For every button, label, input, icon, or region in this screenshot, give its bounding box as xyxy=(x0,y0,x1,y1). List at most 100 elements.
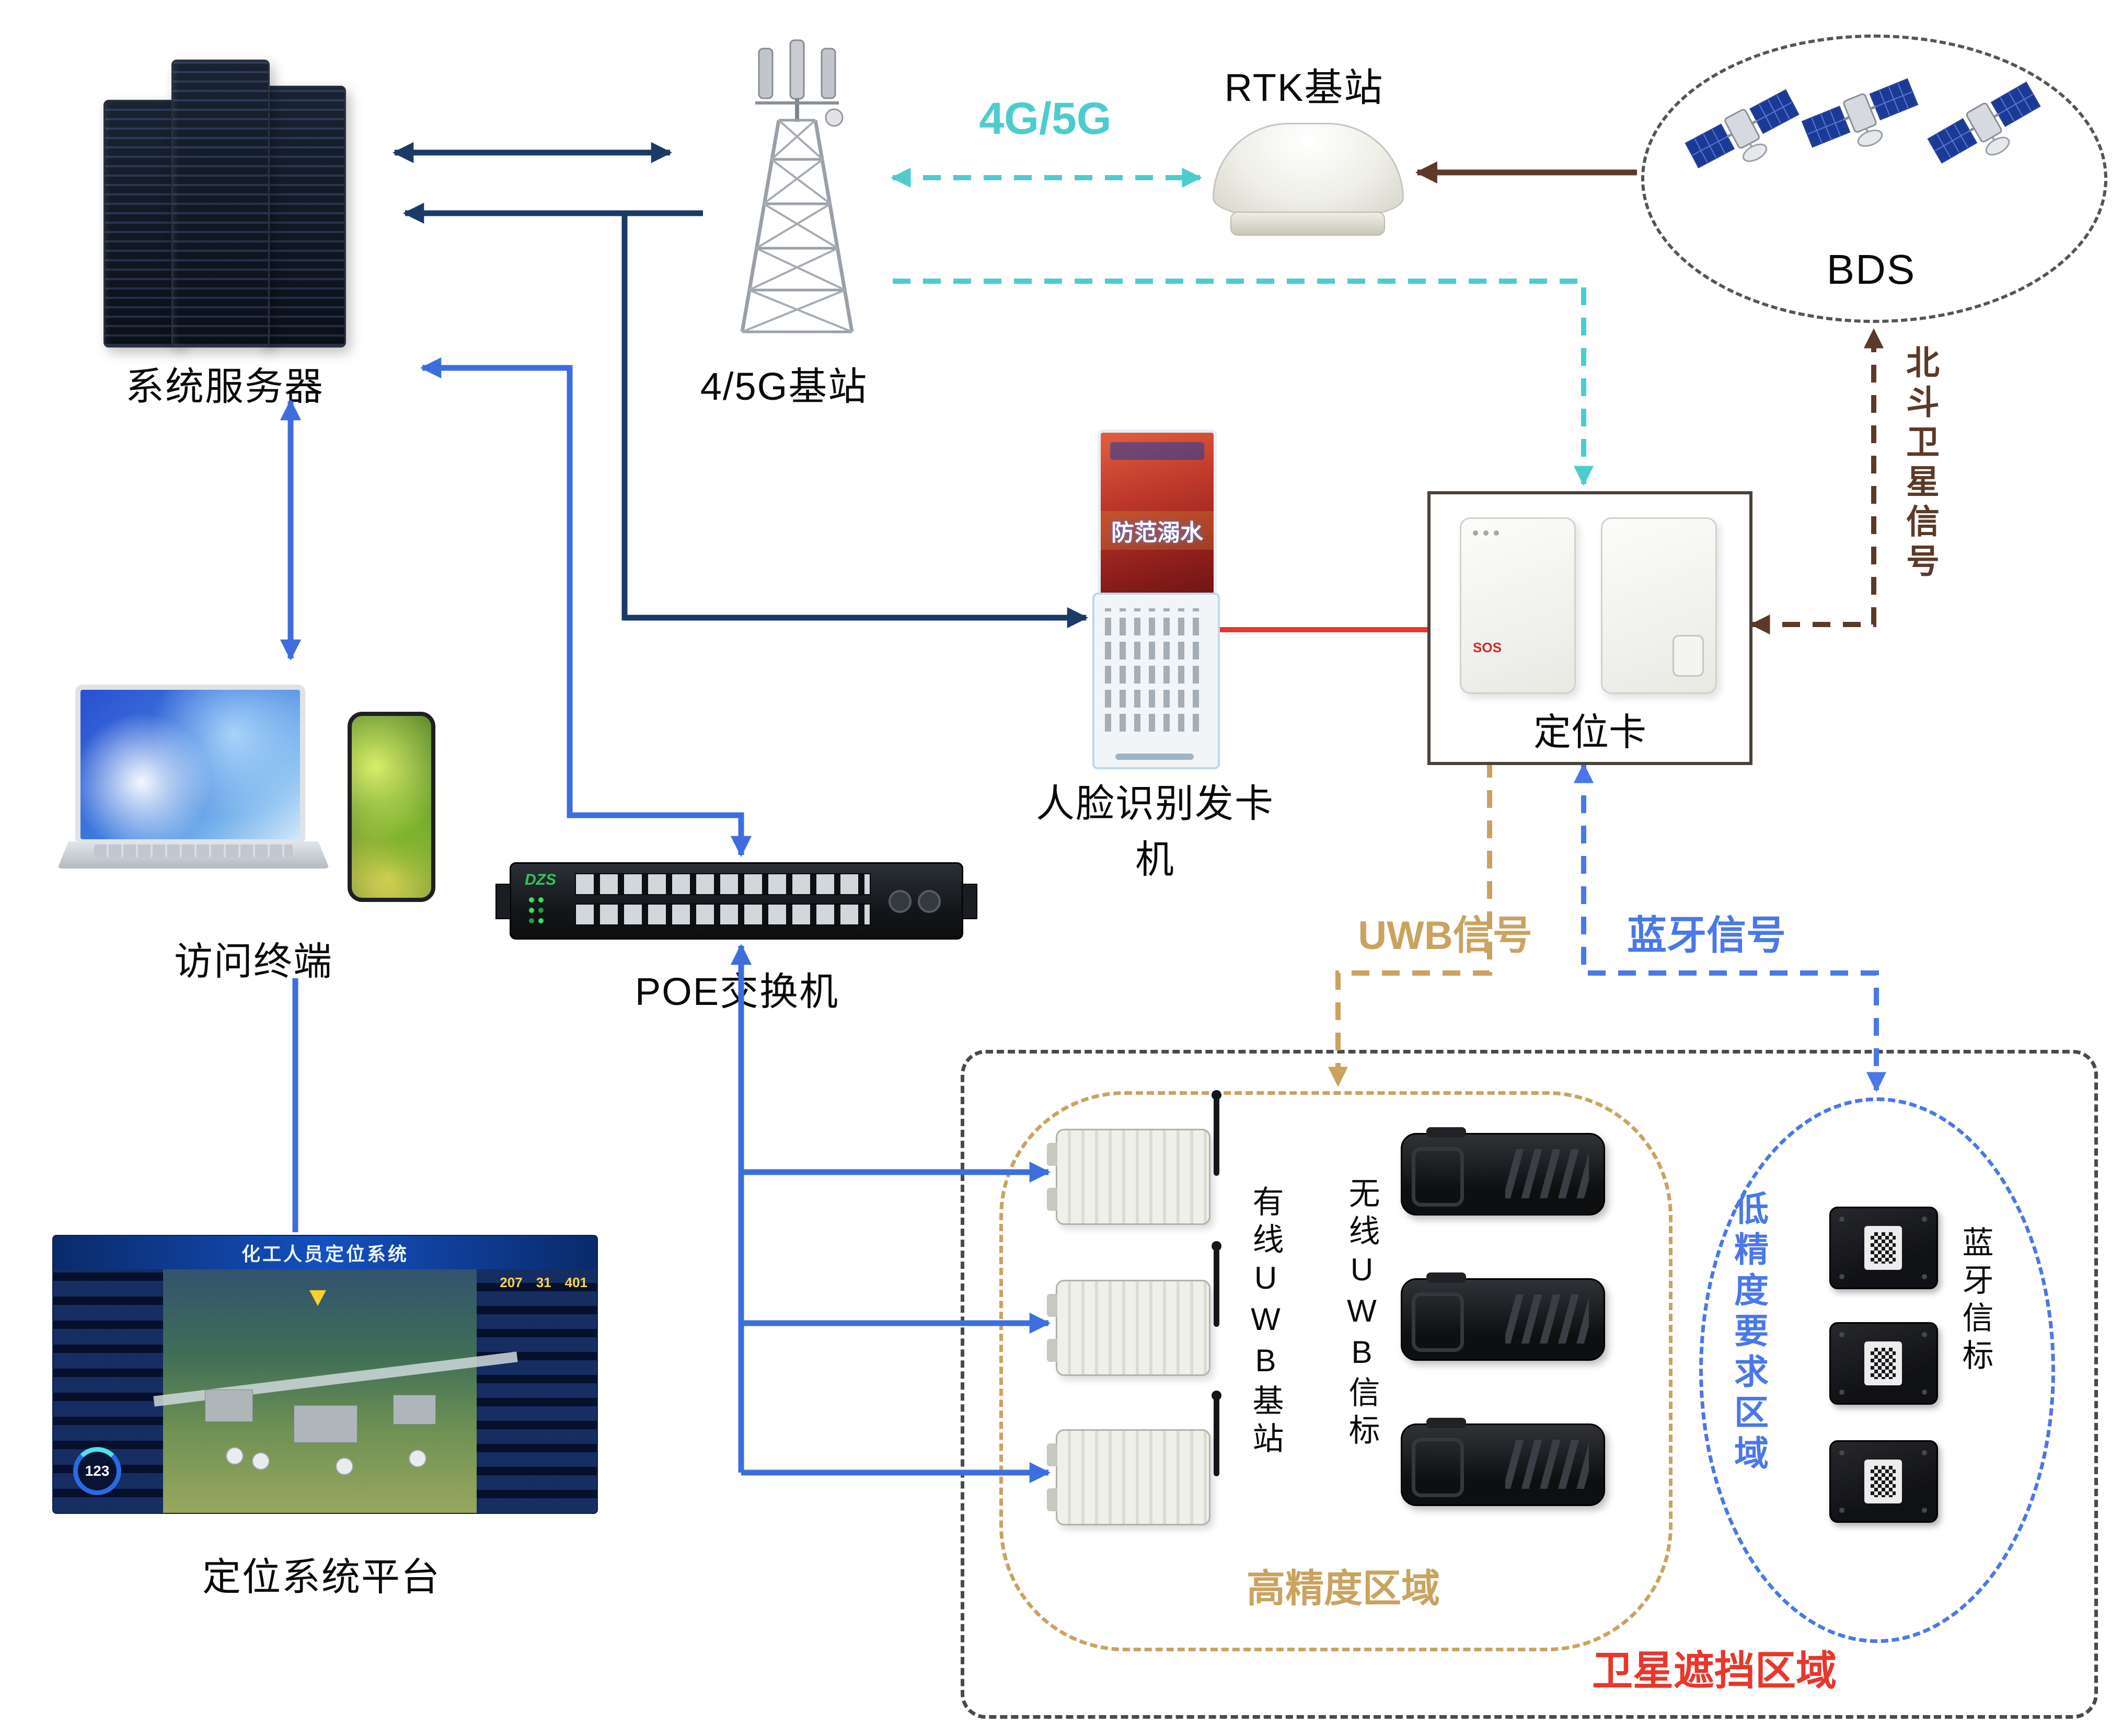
positioning-card-back xyxy=(1601,517,1717,694)
chevron-pattern-icon xyxy=(1505,1440,1589,1489)
speaker-dots-icon xyxy=(1473,530,1478,536)
uwb-tag-beacon xyxy=(1401,1272,1605,1361)
antenna-icon xyxy=(1212,1241,1221,1327)
beacon-clip xyxy=(1426,1272,1466,1283)
card-clip xyxy=(1673,635,1704,677)
antenna-icon xyxy=(1212,1090,1221,1176)
qr-label-icon xyxy=(1864,1341,1902,1385)
poe-port-row xyxy=(575,873,871,895)
kiosk-poster-headline xyxy=(1110,442,1204,460)
kiosk-poster-text: 防范溺水 xyxy=(1101,511,1214,550)
screw-dots xyxy=(1839,1217,1844,1222)
dashboard-title: 化工人员定位系统 xyxy=(53,1236,597,1269)
poe-status-leds xyxy=(529,897,534,902)
kiosk-body xyxy=(1092,593,1220,769)
screw-dots xyxy=(1839,1508,1844,1513)
terminal-label: 访问终端 xyxy=(174,940,333,983)
map-pin-icon xyxy=(309,1290,326,1306)
high-precision-label: 高精度区域 xyxy=(1247,1567,1440,1610)
qr-label-icon xyxy=(1864,1460,1902,1503)
rtk-dome-icon xyxy=(1213,123,1404,218)
bluetooth-beacon xyxy=(1829,1207,1938,1289)
antenna-icon xyxy=(1212,1391,1221,1476)
bds-constellation-region xyxy=(1641,34,2107,323)
satellite-icon xyxy=(1675,72,1811,190)
qr-label-icon xyxy=(1864,1226,1902,1270)
rtk-label: RTK基站 xyxy=(1224,66,1384,109)
plant-building xyxy=(205,1390,253,1422)
poe-brand-logo: DZS xyxy=(525,871,556,888)
uwb-station-body xyxy=(1047,1129,1210,1225)
smartphone xyxy=(348,712,435,902)
laptop-screen xyxy=(75,685,305,844)
dashboard-3d-plant-view xyxy=(153,1269,518,1513)
cell-tower-icon xyxy=(740,39,854,333)
plant-tank xyxy=(336,1457,353,1475)
bluetooth-beacon xyxy=(1829,1440,1938,1523)
satellite-blocked-region xyxy=(961,1050,2098,1719)
kiosk-screen: 防范溺水 xyxy=(1098,430,1217,599)
poe-round-connector xyxy=(918,890,941,913)
stat-value: 401 xyxy=(564,1275,587,1290)
plant-tank xyxy=(226,1447,244,1465)
plant-tank xyxy=(409,1450,426,1467)
positioning-card-box: SOS 定位卡 xyxy=(1427,491,1752,765)
card-label: 定位卡 xyxy=(1533,712,1646,754)
rtk-dome-base xyxy=(1230,212,1385,236)
satellite-icon xyxy=(1917,64,2054,184)
positioning-platform-screen: 化工人员定位系统 207 31 401 123 xyxy=(52,1235,598,1514)
satellite-icon xyxy=(1794,60,1928,170)
wireless-uwb-label: 无线UWB信标 xyxy=(1344,1177,1379,1451)
beidou-signal-label: 北斗卫星信号 xyxy=(1901,345,1939,583)
poe-switch: DZS xyxy=(495,862,977,940)
server-rack-right xyxy=(260,86,346,348)
plant-building xyxy=(393,1395,436,1425)
bt-beacon-label: 蓝牙信标 xyxy=(1958,1226,1993,1376)
screw-dots xyxy=(1839,1274,1844,1279)
dashboard-right-panel xyxy=(477,1269,597,1513)
beacon-clip xyxy=(1426,1127,1466,1138)
dashboard-gauge: 123 xyxy=(73,1447,121,1495)
kiosk-vent-grid xyxy=(1105,608,1207,732)
server-rack-center xyxy=(171,60,270,348)
plant-tank xyxy=(252,1452,270,1470)
face-recognition-kiosk: 防范溺水 xyxy=(1092,430,1220,769)
chevron-pattern-icon xyxy=(1505,1149,1589,1198)
poe-round-connector xyxy=(889,890,912,913)
sos-text: SOS xyxy=(1473,640,1502,655)
plant-building xyxy=(294,1405,357,1443)
uwb-station-body xyxy=(1047,1280,1210,1376)
high-precision-region xyxy=(999,1091,1673,1651)
uwb-tag-beacon xyxy=(1401,1127,1605,1216)
low-precision-region xyxy=(1699,1097,2055,1643)
screw-dots xyxy=(1839,1450,1844,1455)
beacon-clip xyxy=(1426,1418,1466,1428)
screw-dots xyxy=(1839,1390,1844,1395)
chevron-pattern-icon xyxy=(1505,1294,1589,1344)
server-racks xyxy=(99,52,361,348)
rtk-base-station xyxy=(1213,123,1404,243)
uwb-anchor-station xyxy=(1047,1090,1239,1226)
satellite-blocked-label: 卫星遮挡区域 xyxy=(1591,1648,1837,1694)
kiosk-card-slot xyxy=(1115,754,1194,760)
wired-uwb-label: 有线UWB基站 xyxy=(1248,1185,1283,1460)
cell-tower xyxy=(711,39,883,345)
uwb-anchor-station xyxy=(1047,1391,1239,1526)
bds-label: BDS xyxy=(1826,246,1916,293)
poe-port-row xyxy=(575,904,871,925)
gauge-value: 123 xyxy=(85,1463,110,1479)
uwb-anchor-station xyxy=(1047,1241,1239,1377)
server-rack-left xyxy=(103,100,181,348)
uwb-tag-beacon xyxy=(1401,1418,1605,1506)
stat-value: 31 xyxy=(536,1275,551,1290)
kiosk-label: 人脸识别发卡机 xyxy=(1036,782,1274,881)
laptop-keyboard xyxy=(94,844,293,857)
g45-signal-label: 4G/5G xyxy=(979,94,1112,144)
screw-dots xyxy=(1839,1332,1844,1337)
positioning-card-front: SOS xyxy=(1460,517,1576,694)
uwb-station-body xyxy=(1047,1429,1210,1525)
dashboard-stats: 207 31 401 xyxy=(500,1275,587,1291)
poe-label: POE交换机 xyxy=(635,970,839,1013)
